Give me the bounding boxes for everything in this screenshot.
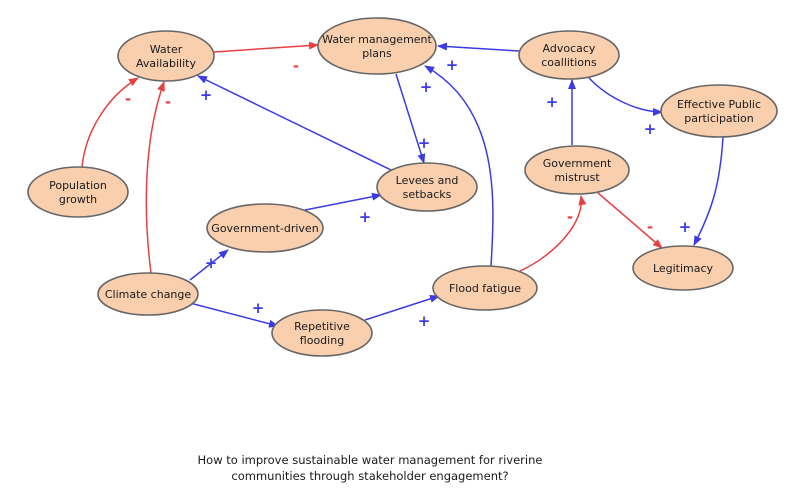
node-shape (117, 30, 215, 82)
caption-line-1: How to improve sustainable water managem… (197, 453, 543, 467)
edge-layer: - + + + - - + + + + + - + + - + (81, 41, 724, 330)
node-label: flooding (300, 334, 344, 347)
edge-levees-and-setbacks-to-water-availability (197, 75, 392, 171)
edge-climate-change-to-government-driven (189, 249, 229, 281)
edge-government-driven-to-levees-and-setbacks (299, 192, 382, 212)
node-label: plans (362, 47, 392, 60)
node-shape (376, 162, 478, 212)
polarity-sign: - (125, 90, 131, 108)
node-shape (317, 17, 437, 75)
node-label: Climate change (105, 288, 192, 301)
polarity-sign: + (418, 312, 431, 330)
node-label: Effective Public (677, 98, 761, 111)
polarity-sign: + (359, 208, 372, 226)
node-shape (206, 203, 324, 253)
edge-flood-fatigue-to-water-management-plans (424, 65, 494, 267)
polarity-sign: + (679, 218, 692, 236)
edge-advocacy-coalitions-to-effective-public-participation (588, 77, 663, 116)
node-label: Water (150, 43, 183, 56)
node-label: participation (684, 112, 754, 125)
edge-effective-public-participation-to-legitimacy (693, 136, 724, 246)
node-shape (97, 272, 199, 316)
polarity-sign: + (252, 299, 265, 317)
caption: How to improve sustainable water managem… (120, 452, 620, 484)
node-shape (524, 145, 630, 195)
node-label: Levees and (396, 174, 459, 187)
node-climate-change: Climate change (97, 272, 199, 316)
edge-water-availability-to-water-management-plans (213, 41, 319, 53)
node-shape (432, 265, 538, 311)
edge-repetitive-flooding-to-flood-fatigue (364, 294, 440, 321)
polarity-sign: - (647, 218, 653, 236)
edge-population-growth-to-water-availability (81, 77, 139, 168)
node-label: growth (59, 193, 97, 206)
node-label: Availability (136, 57, 196, 70)
edge-advocacy-coalitions-to-water-management-plans (437, 42, 520, 52)
node-label: Flood fatigue (449, 282, 521, 295)
edge-government-mistrust-to-legitimacy (597, 192, 663, 249)
node-label: Legitimacy (653, 262, 714, 275)
node-shape (660, 84, 778, 138)
node-label: Repetitive (294, 320, 350, 333)
node-label: Population (49, 179, 107, 192)
polarity-sign: + (546, 93, 559, 111)
node-shape (632, 245, 734, 291)
edge-water-management-plans-to-levees-and-setbacks (395, 73, 426, 164)
polarity-sign: - (165, 93, 171, 111)
polarity-sign: + (205, 254, 218, 272)
edge-flood-fatigue-to-government-mistrust (519, 195, 587, 272)
node-legitimacy: Legitimacy (632, 245, 734, 291)
edge-climate-change-to-repetitive-flooding (189, 302, 279, 328)
polarity-sign: + (420, 78, 433, 96)
caption-line-2: communities through stakeholder engageme… (231, 469, 509, 483)
node-label: setbacks (403, 188, 452, 201)
polarity-sign: + (200, 86, 213, 104)
node-label: Government (543, 157, 612, 170)
polarity-sign: - (293, 57, 299, 75)
node-shape (271, 309, 373, 357)
polarity-sign: + (644, 120, 657, 138)
node-shape (518, 30, 620, 80)
node-label: coallitions (541, 56, 597, 69)
node-label: Water management (322, 33, 432, 46)
node-government-driven: Government-driven (206, 203, 324, 253)
node-label: Government-driven (211, 222, 318, 235)
node-label: mistrust (554, 171, 600, 184)
node-label: Advocacy (543, 42, 596, 55)
edge-climate-change-to-water-availability (145, 81, 165, 274)
polarity-sign: - (567, 208, 573, 226)
node-flood-fatigue: Flood fatigue (432, 265, 538, 311)
node-shape (27, 166, 129, 218)
polarity-sign: + (446, 56, 459, 74)
polarity-sign: + (418, 134, 431, 152)
